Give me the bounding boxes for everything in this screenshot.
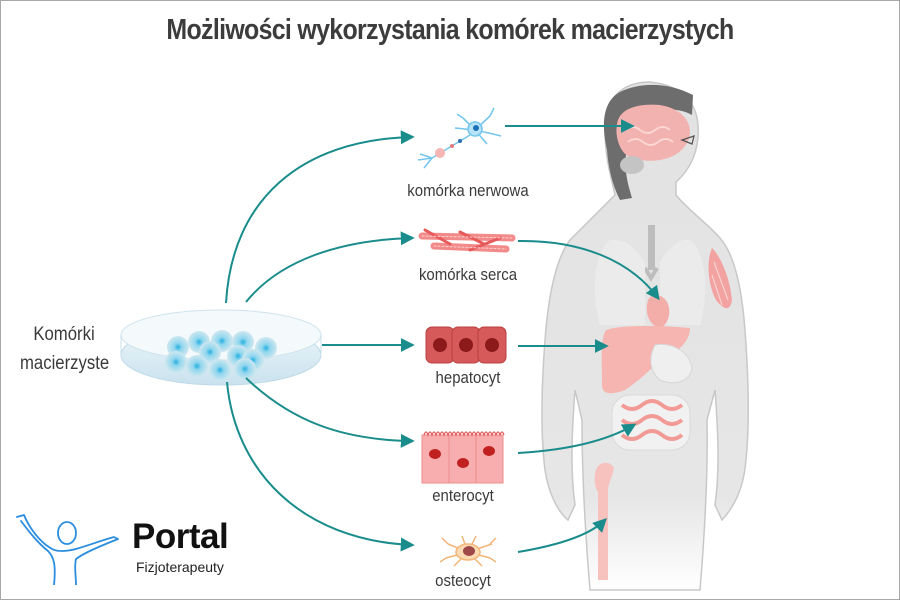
stem-cells-label-line1: Komórki — [33, 324, 95, 345]
page-title: Możliwości wykorzystania komórek macierz… — [166, 14, 734, 46]
human-body-illustration — [541, 81, 749, 591]
portal-fizjoterapeuty-logo[interactable]: Portal Fizjoterapeuty — [14, 505, 254, 585]
enterocyte-icon — [421, 431, 505, 484]
logo-subtitle: Fizjoterapeuty — [136, 559, 224, 575]
stem-cells-label-line2: macierzyste — [20, 353, 110, 374]
cell-label-neuron: komórka nerwowa — [407, 181, 529, 200]
person-arms-up-icon — [16, 514, 119, 585]
arrows-cells-to-organs — [505, 119, 660, 553]
osteocyte-icon — [439, 535, 497, 567]
cell-label-enterocyte: enterocyt — [432, 486, 494, 505]
hepatocyte-icon — [425, 326, 507, 364]
neuron-icon — [417, 107, 502, 169]
cell-label-hepatocyte: hepatocyt — [435, 368, 501, 387]
logo-name: Portal — [132, 517, 229, 556]
petri-dish-icon — [120, 309, 322, 386]
cardiomyocyte-icon — [418, 228, 516, 253]
cell-label-osteocyte: osteocyt — [435, 571, 491, 590]
cell-label-heart: komórka serca — [418, 265, 518, 284]
stem-cells-label: Komórki macierzyste — [20, 320, 110, 378]
arrows-dish-to-cells — [225, 130, 415, 552]
